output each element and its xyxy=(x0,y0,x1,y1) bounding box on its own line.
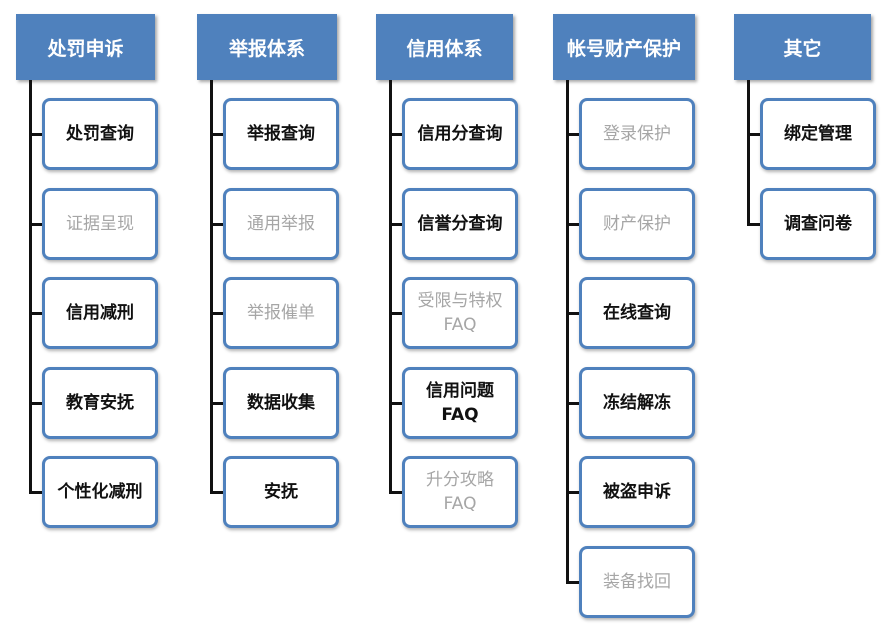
tree-connector-vertical xyxy=(566,80,569,584)
tree-connector-vertical xyxy=(389,80,392,494)
feature-node-report-system-4[interactable]: 安抚 xyxy=(223,456,339,528)
feature-node-report-system-1[interactable]: 通用举报 xyxy=(223,187,339,260)
category-header-report-system[interactable]: 举报体系 xyxy=(197,14,337,80)
feature-node-credit-system-0[interactable]: 信用分查询 xyxy=(402,98,518,170)
feature-node-penalty-appeal-2[interactable]: 信用减刑 xyxy=(42,277,158,349)
feature-node-report-system-2[interactable]: 举报催单 xyxy=(223,277,339,349)
category-header-credit-system[interactable]: 信用体系 xyxy=(376,14,513,80)
feature-node-account-property-protection-5[interactable]: 装备找回 xyxy=(579,545,695,618)
tree-connector-vertical xyxy=(29,80,32,494)
feature-node-account-property-protection-2[interactable]: 在线查询 xyxy=(579,277,695,349)
feature-node-credit-system-2[interactable]: 受限与特权 FAQ xyxy=(402,277,518,349)
category-header-account-property-protection[interactable]: 帐号财产保护 xyxy=(553,14,695,80)
feature-node-penalty-appeal-0[interactable]: 处罚查询 xyxy=(42,98,158,170)
feature-node-report-system-3[interactable]: 数据收集 xyxy=(223,366,339,439)
feature-node-credit-system-1[interactable]: 信誉分查询 xyxy=(402,187,518,260)
feature-node-other-1[interactable]: 调查问卷 xyxy=(760,187,876,260)
feature-node-report-system-0[interactable]: 举报查询 xyxy=(223,98,339,170)
category-header-other[interactable]: 其它 xyxy=(734,14,871,80)
feature-node-credit-system-3[interactable]: 信用问题 FAQ xyxy=(402,366,518,439)
feature-node-penalty-appeal-1[interactable]: 证据呈现 xyxy=(42,187,158,260)
tree-connector-vertical xyxy=(747,80,750,226)
tree-connector-vertical xyxy=(210,80,213,494)
feature-node-penalty-appeal-4[interactable]: 个性化减刑 xyxy=(42,456,158,528)
feature-node-account-property-protection-3[interactable]: 冻结解冻 xyxy=(579,366,695,439)
category-header-penalty-appeal[interactable]: 处罚申诉 xyxy=(16,14,155,80)
feature-node-other-0[interactable]: 绑定管理 xyxy=(760,98,876,170)
feature-node-account-property-protection-1[interactable]: 财产保护 xyxy=(579,187,695,260)
feature-node-credit-system-4[interactable]: 升分攻略 FAQ xyxy=(402,456,518,528)
feature-node-account-property-protection-0[interactable]: 登录保护 xyxy=(579,98,695,170)
feature-node-penalty-appeal-3[interactable]: 教育安抚 xyxy=(42,366,158,439)
feature-node-account-property-protection-4[interactable]: 被盗申诉 xyxy=(579,456,695,528)
